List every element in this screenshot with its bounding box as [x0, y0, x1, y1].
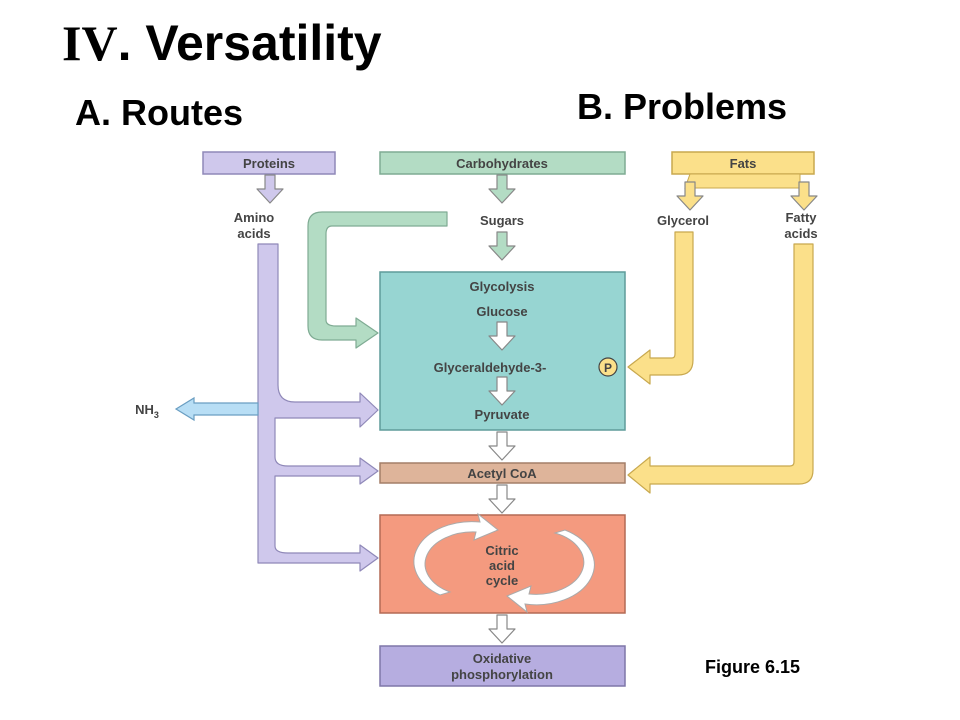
phosphate-label: P: [604, 361, 612, 375]
slide-title: IV. Versatility: [62, 14, 382, 72]
acetyl-coa-box: [379, 462, 626, 484]
sugar-branch-arrow: [307, 211, 448, 349]
g3p-label: Glyceraldehyde-3-: [434, 360, 547, 375]
title-text: . Versatility: [117, 15, 382, 71]
phosphate-circle: [598, 357, 618, 377]
glycerol-branch-arrow: [627, 231, 694, 385]
fats-split-bar: [684, 173, 801, 189]
protein-arrow: [256, 174, 284, 204]
figure-caption: Figure 6.15: [705, 657, 801, 677]
fatty-label-1: Fatty: [785, 210, 817, 225]
routes-heading: A. Routes: [75, 92, 244, 133]
carbohydrates-label: Carbohydrates: [456, 156, 548, 171]
amino-acid-pathway: [257, 243, 379, 572]
problems-heading: B. Problems: [577, 86, 788, 127]
glycolysis-label: Glycolysis: [469, 279, 534, 294]
cycle-arrow-right: [506, 529, 595, 614]
citric-label-3: cycle: [486, 573, 519, 588]
oxphos-box: [379, 645, 626, 687]
fatty-acid-branch-arrow: [627, 243, 814, 494]
acetyl-arrow: [488, 484, 516, 514]
carb-arrow: [488, 174, 516, 204]
glycerol-label: Glycerol: [657, 213, 709, 228]
citric-label-2: acid: [489, 558, 515, 573]
acetyl-coa-label: Acetyl CoA: [467, 466, 537, 481]
fatty-label-2: acids: [784, 226, 817, 241]
amino-label-2: acids: [237, 226, 270, 241]
nh3-arrow: [174, 396, 259, 422]
pyruvate-arrow: [488, 431, 516, 461]
proteins-label: Proteins: [243, 156, 295, 171]
title-numeral: IV: [62, 15, 118, 71]
oxphos-label-2: phosphorylation: [451, 667, 553, 682]
cycle-arrow-left: [413, 512, 499, 596]
fats-label: Fats: [730, 156, 757, 171]
pyruvate-label: Pyruvate: [475, 407, 530, 422]
nh3-label: NH3: [135, 402, 159, 420]
amino-label-1: Amino: [234, 210, 275, 225]
proteins-box: [202, 151, 336, 175]
sugars-label: Sugars: [480, 213, 524, 228]
glucose-label: Glucose: [476, 304, 527, 319]
cycle-arrow-down: [488, 614, 516, 644]
sugars-to-glycolysis-arrow: [488, 231, 516, 261]
carbohydrates-box: [379, 151, 626, 175]
oxphos-label-1: Oxidative: [473, 651, 532, 666]
citric-label-1: Citric: [485, 543, 518, 558]
